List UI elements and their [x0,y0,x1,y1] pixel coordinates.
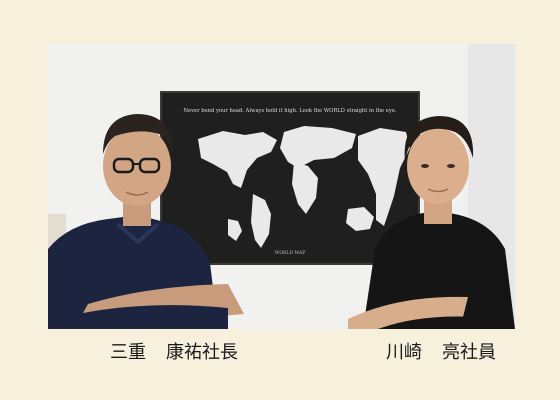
map-motto: Never bend your head. Always hold it hig… [184,108,397,114]
photo: Never bend your head. Always hold it hig… [48,44,515,329]
caption-right: 川崎亮社員 [386,338,496,364]
caption-right-surname: 川崎 [386,342,422,363]
caption-left-surname: 三重 [110,342,146,363]
caption-right-given-title: 亮社員 [442,342,496,363]
map-footer: WORLD MAP [275,250,306,256]
right-person [348,116,515,329]
caption-left-given-title: 康祐社長 [166,342,238,363]
world-map-board: Never bend your head. Always hold it hig… [160,91,420,265]
photo-illustration: Never bend your head. Always hold it hig… [48,44,515,329]
caption-left: 三重康祐社長 [110,338,238,364]
left-person [48,114,244,329]
